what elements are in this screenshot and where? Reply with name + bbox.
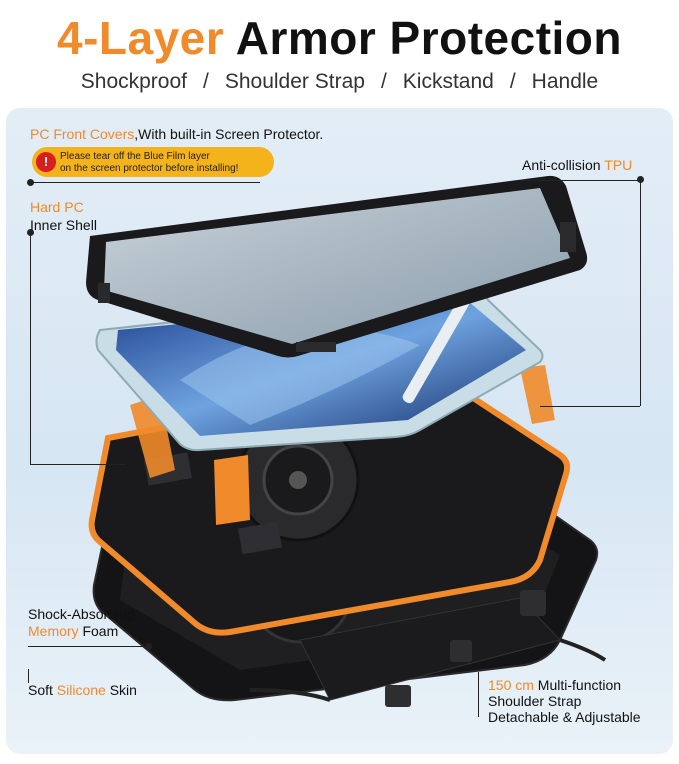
feature-handle: Handle — [531, 70, 599, 93]
strap-accent: 150 cm — [488, 677, 534, 693]
leader-tpu-h — [540, 406, 640, 407]
title-accent: 4-Layer — [57, 12, 225, 64]
warning-banner: ! Please tear off the Blue Film layer on… — [32, 147, 274, 177]
front-cover-layer — [86, 175, 588, 358]
skin-prefix: Soft — [28, 682, 57, 698]
hard-pc-accent: Hard PC — [30, 199, 84, 215]
front-cover-rest: ,With built-in Screen Protector. — [134, 126, 324, 142]
tpu-prefix: Anti-collision — [522, 157, 605, 173]
strap-line3: Detachable & Adjustable — [488, 709, 641, 725]
warning-line1: Please tear off the Blue Film layer — [60, 151, 210, 162]
feature-separator: / — [509, 70, 516, 93]
leader-front-cover — [30, 182, 260, 183]
leader-dot — [27, 179, 34, 186]
leader-tpu — [520, 180, 640, 181]
skin-callout: Soft Silicone Skin — [28, 682, 137, 698]
feature-shockproof: Shockproof — [80, 70, 187, 93]
page-title: 4-Layer Armor Protection — [0, 8, 679, 68]
leader-strap — [478, 672, 479, 717]
feature-subtitle: Shockproof / Shoulder Strap / Kickstand / Hand… — [0, 70, 679, 94]
feature-separator: / — [380, 70, 387, 93]
feature-shoulder-strap: Shoulder Strap — [224, 70, 365, 93]
front-cover-callout: PC Front Covers,With built-in Screen Pro… — [30, 126, 323, 142]
tpu-callout: Anti-collision TPU — [522, 157, 632, 173]
skin-accent: Silicone — [56, 682, 106, 698]
warning-icon: ! — [36, 152, 56, 172]
foam-line1: Shock-Absorbing — [28, 606, 135, 622]
leader-dot — [145, 643, 152, 650]
foam-accent: Memory — [28, 623, 79, 639]
strap-rest: Multi-function — [533, 677, 622, 693]
strap-callout: 150 cm Multi-function Shoulder Strap Det… — [488, 677, 641, 725]
foam-callout: Shock-Absorbing Memory Foam — [28, 606, 135, 640]
leader-tpu-v — [640, 180, 641, 406]
warning-line2: on the screen protector before installin… — [60, 162, 239, 174]
feature-separator: / — [203, 70, 209, 93]
feature-kickstand: Kickstand — [402, 70, 494, 93]
hard-pc-rest: Inner Shell — [30, 217, 97, 233]
leader-foam — [28, 646, 148, 647]
hard-pc-callout: Hard PC Inner Shell — [30, 198, 97, 234]
front-cover-accent: PC Front Covers — [30, 126, 135, 142]
leader-skin — [28, 669, 29, 683]
shoulder-strap — [249, 590, 607, 707]
strap-line2: Shoulder Strap — [488, 693, 582, 709]
foam-rest: Foam — [78, 623, 119, 639]
leader-hard-pc — [30, 232, 31, 464]
skin-rest: Skin — [105, 682, 137, 698]
title-rest: Armor Protection — [235, 12, 622, 64]
leader-dot — [637, 176, 644, 183]
leader-dot — [27, 229, 34, 236]
hard-pc-shell-layer — [88, 365, 571, 636]
leader-hard-pc-h — [30, 464, 126, 465]
tpu-accent: TPU — [604, 157, 633, 173]
